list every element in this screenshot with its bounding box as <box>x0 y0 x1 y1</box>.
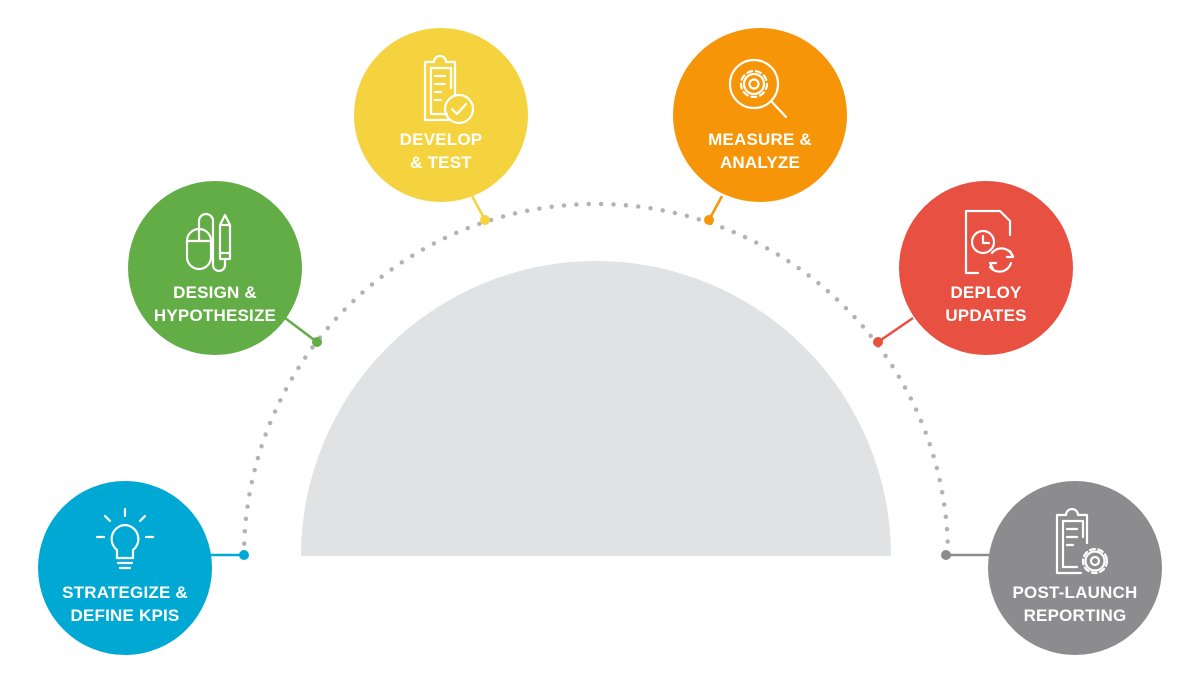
step-strategize: STRATEGIZE & DEFINE KPIS <box>38 481 212 655</box>
center-dome <box>301 261 891 556</box>
clipboard-check-icon <box>423 54 475 125</box>
document-refresh-icon <box>964 209 1015 275</box>
step-label-line2: REPORTING <box>1023 606 1127 625</box>
connector-post-launch <box>941 550 990 560</box>
step-label-line2: & TEST <box>410 153 472 172</box>
step-label-line1: DEVELOP <box>399 130 483 149</box>
step-label-line1: POST-LAUNCH <box>1012 583 1138 602</box>
step-label-line2: HYPOTHESIZE <box>153 306 277 325</box>
step-deploy: DEPLOY UPDATES <box>899 181 1073 355</box>
clipboard-gear-icon <box>1055 507 1109 575</box>
step-design: DESIGN & HYPOTHESIZE <box>128 181 302 355</box>
lightbulb-icon <box>95 507 155 570</box>
step-label-line1: DESIGN & <box>173 283 257 302</box>
dotted-arc <box>241 201 951 559</box>
step-measure: MEASURE & ANALYZE <box>673 28 847 202</box>
step-label-line2: DEFINE KPIS <box>70 606 180 625</box>
step-post-launch: POST-LAUNCH REPORTING <box>988 481 1162 655</box>
step-label-line2: UPDATES <box>945 306 1027 325</box>
step-develop: DEVELOP & TEST <box>354 28 528 202</box>
step-label-line2: ANALYZE <box>719 153 801 172</box>
step-label-line1: DEPLOY <box>950 283 1022 302</box>
connector-deploy <box>873 316 914 347</box>
step-label-line1: MEASURE & <box>708 130 812 149</box>
connector-measure <box>704 195 724 225</box>
mouse-pen-icon <box>185 212 232 273</box>
magnifier-gear-icon <box>728 58 788 119</box>
step-label-line1: STRATEGIZE & <box>62 583 188 602</box>
connector-develop <box>470 195 490 225</box>
connector-design <box>284 317 322 347</box>
